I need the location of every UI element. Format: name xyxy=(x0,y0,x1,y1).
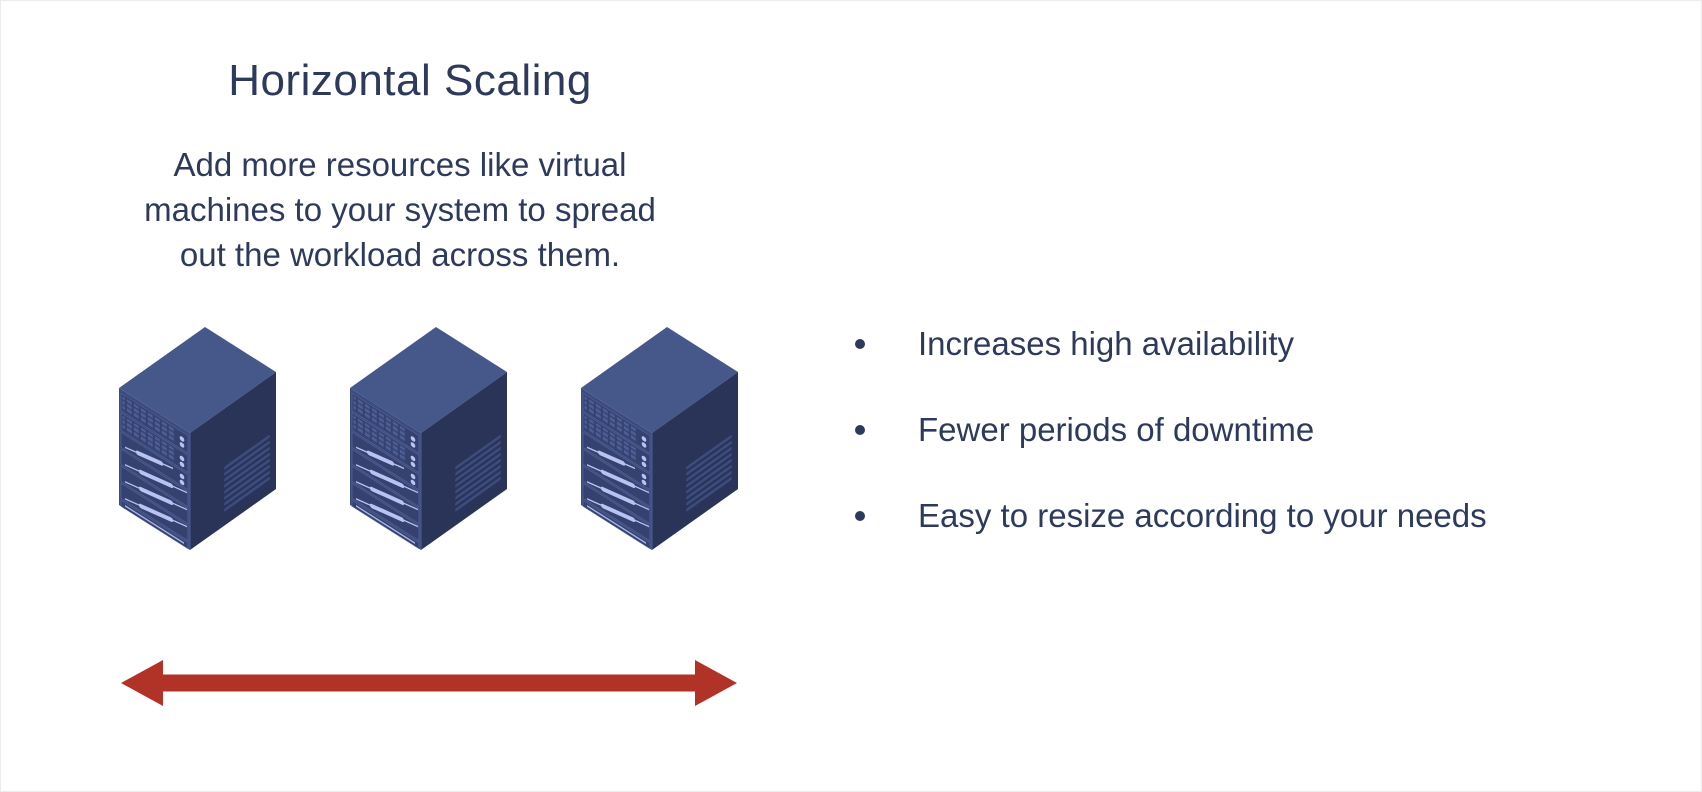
slide-subtitle: Add more resources like virtual machines… xyxy=(105,142,695,277)
page-title: Horizontal Scaling xyxy=(228,56,592,105)
double-headed-horizontal-arrow-icon xyxy=(121,660,737,706)
server-tower-icon xyxy=(581,327,738,550)
benefits-list: Increases high availability Fewer period… xyxy=(843,326,1623,584)
benefit-item: Increases high availability xyxy=(843,326,1623,362)
subtitle-line: Add more resources like virtual xyxy=(173,146,627,183)
subtitle-line: machines to your system to spread xyxy=(144,191,656,228)
server-tower-icon xyxy=(350,327,507,550)
front-panels xyxy=(582,392,650,550)
vent-stripes xyxy=(224,434,270,512)
bullet-dot-icon xyxy=(855,511,865,521)
bullet-dot-icon xyxy=(855,425,865,435)
benefit-item: Easy to resize according to your needs xyxy=(843,498,1623,534)
front-panels xyxy=(120,392,188,550)
benefit-label: Easy to resize according to your needs xyxy=(918,497,1487,534)
subtitle-line: out the workload across them. xyxy=(179,236,621,273)
bullet-dot-icon xyxy=(855,339,865,349)
server-tower-icon xyxy=(119,327,276,550)
benefit-item: Fewer periods of downtime xyxy=(843,412,1623,448)
server-group xyxy=(119,327,738,550)
benefit-label: Fewer periods of downtime xyxy=(918,411,1315,448)
vent-stripes xyxy=(455,434,501,512)
vent-stripes xyxy=(686,434,732,512)
benefit-label: Increases high availability xyxy=(918,325,1295,362)
front-panels xyxy=(351,392,419,550)
